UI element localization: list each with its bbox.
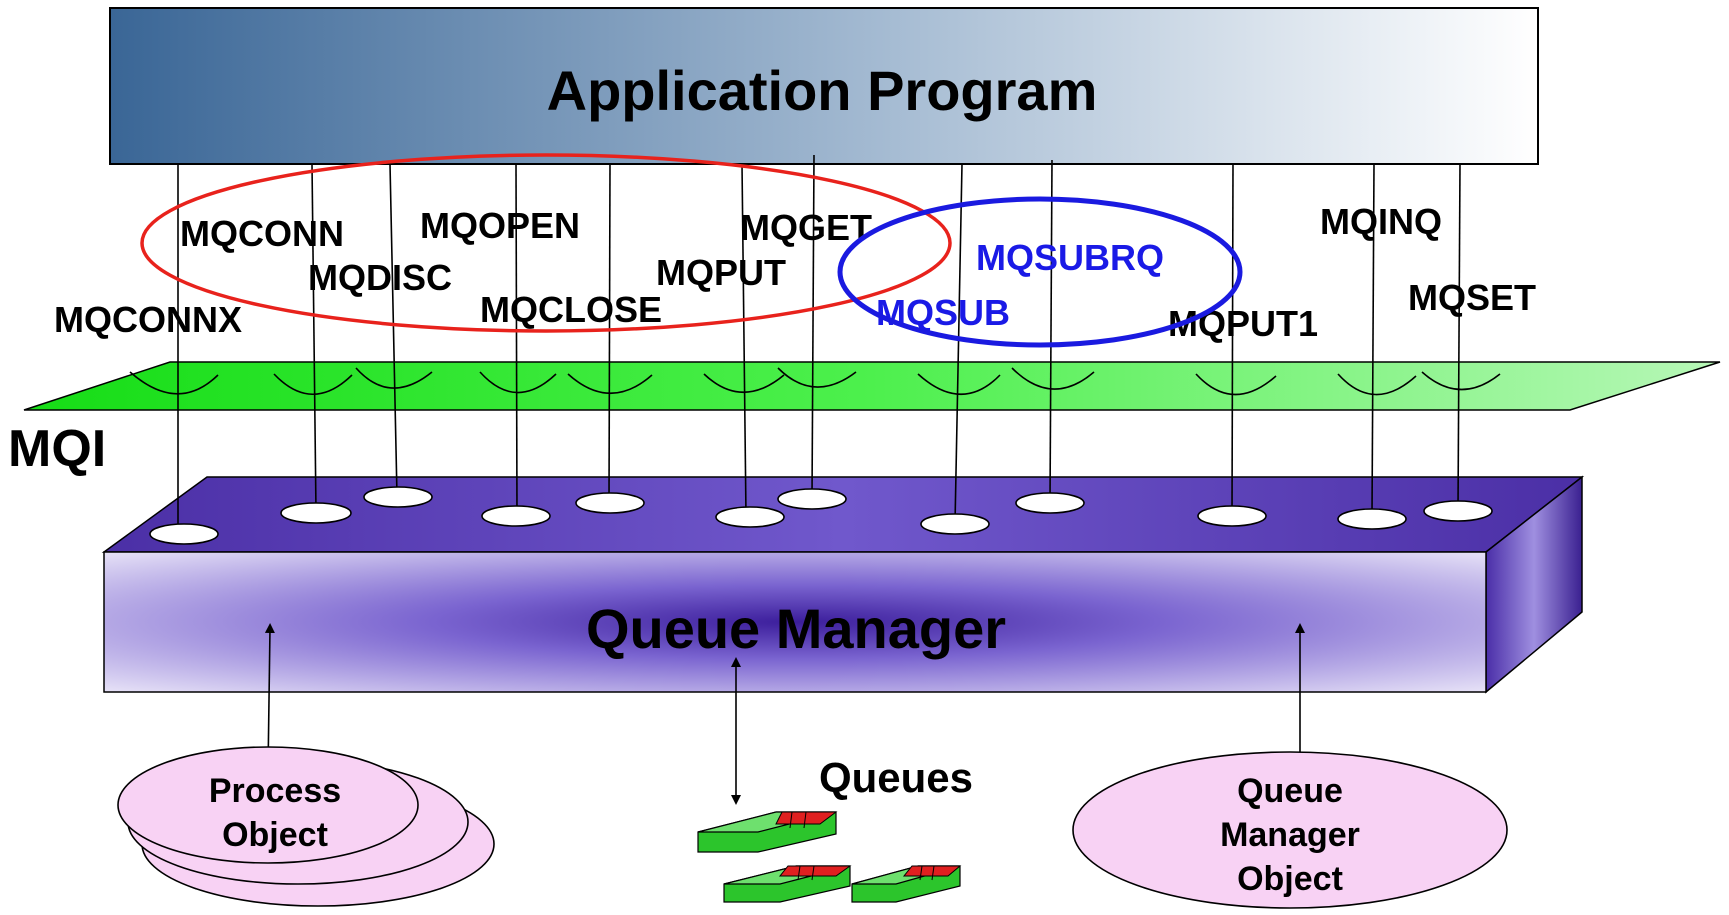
- call-mqput: MQPUT: [656, 252, 786, 293]
- call-mqput1: MQPUT1: [1168, 303, 1318, 344]
- connector-mqclose: [608, 163, 611, 503]
- connector-mqinq: [1371, 163, 1375, 517]
- connector-mqset: [1457, 163, 1461, 511]
- mqi-plane: [23, 361, 1721, 411]
- connector-mqdisc: [389, 163, 398, 497]
- call-mqopen: MQOPEN: [420, 205, 580, 246]
- pubsub-calls-ellipse: [837, 196, 1243, 348]
- queue-tray-2: [723, 865, 852, 903]
- mqi-label: MQI: [8, 420, 106, 478]
- call-mqconn: MQCONN: [180, 213, 344, 254]
- application-program-label: Application Program: [547, 59, 1098, 122]
- process-object-line2: Object: [222, 816, 328, 854]
- api-connectors: [177, 154, 1461, 532]
- queue-manager-block: Queue Manager: [101, 475, 1585, 694]
- call-mqconnx: MQCONNX: [54, 299, 242, 340]
- connector-mqget: [811, 154, 815, 499]
- connector-mqopen: [515, 163, 518, 516]
- call-mqdisc: MQDISC: [308, 257, 452, 298]
- connector-mqsubrq: [1049, 159, 1053, 503]
- call-mqinq: MQINQ: [1320, 201, 1442, 242]
- queue-tray-1: [697, 811, 838, 853]
- qm-object-line2: Manager: [1220, 816, 1360, 854]
- process-object-line1: Process: [209, 772, 341, 810]
- call-mqclose: MQCLOSE: [480, 289, 662, 330]
- connector-mqconn: [311, 163, 317, 513]
- process-object: Process Object: [117, 746, 495, 907]
- connector-mqsub: [954, 163, 963, 525]
- qm-object-line1: Queue: [1237, 772, 1343, 810]
- call-mqsub: MQSUB: [876, 292, 1010, 333]
- queue-tray-3: [851, 865, 962, 903]
- connector-mqput1: [1231, 163, 1234, 517]
- application-program-box: Application Program: [109, 7, 1539, 165]
- queue-manager-label: Queue Manager: [586, 597, 1006, 660]
- mqi-hooks: [129, 367, 1501, 396]
- call-mqsubrq: MQSUBRQ: [976, 237, 1164, 278]
- call-mqget: MQGET: [740, 207, 872, 248]
- core-calls-ellipse: [140, 153, 952, 333]
- queue-manager-object: Queue Manager Object: [1072, 751, 1508, 909]
- call-mqset: MQSET: [1408, 277, 1536, 318]
- qm-object-line3: Object: [1237, 860, 1343, 898]
- queues-label: Queues: [819, 754, 973, 801]
- qm-ports: [149, 486, 1493, 545]
- connector-mqput: [741, 163, 747, 517]
